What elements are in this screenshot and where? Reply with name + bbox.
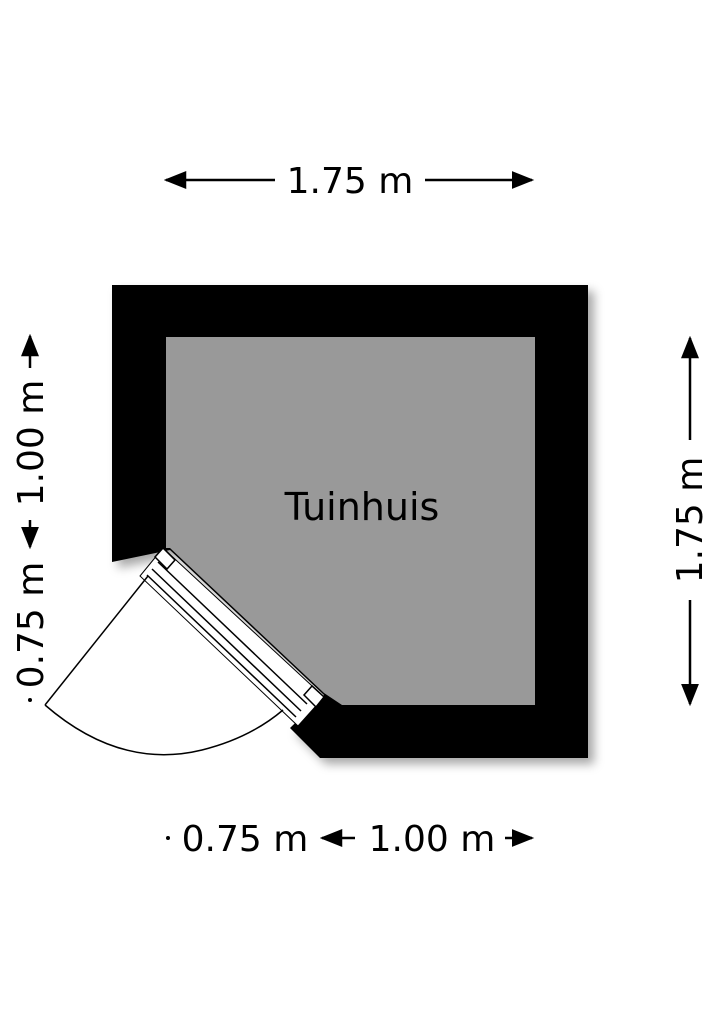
dimension-bottom-left-label: 0.75 m <box>182 819 309 860</box>
dimension-left-upper-label: 1.00 m <box>11 380 52 507</box>
door-swing <box>44 575 284 756</box>
dimension-top: 1.75 m <box>163 161 535 202</box>
dimension-bottom: 0.75 m 1.00 m <box>166 819 535 860</box>
dimension-bottom-right-label: 1.00 m <box>369 819 496 860</box>
dimension-left-upper: 1.00 m <box>11 333 52 550</box>
dimension-right-label: 1.75 m <box>670 457 711 584</box>
dimension-left-lower-label: 0.75 m <box>11 562 52 689</box>
door-frame <box>139 546 326 727</box>
dimension-right: 1.75 m <box>670 335 711 707</box>
dimension-top-label: 1.75 m <box>287 161 414 202</box>
room-label: Tuinhuis <box>284 485 440 529</box>
room-floor <box>166 337 535 705</box>
dimension-left-lower: 0.75 m <box>11 562 52 702</box>
